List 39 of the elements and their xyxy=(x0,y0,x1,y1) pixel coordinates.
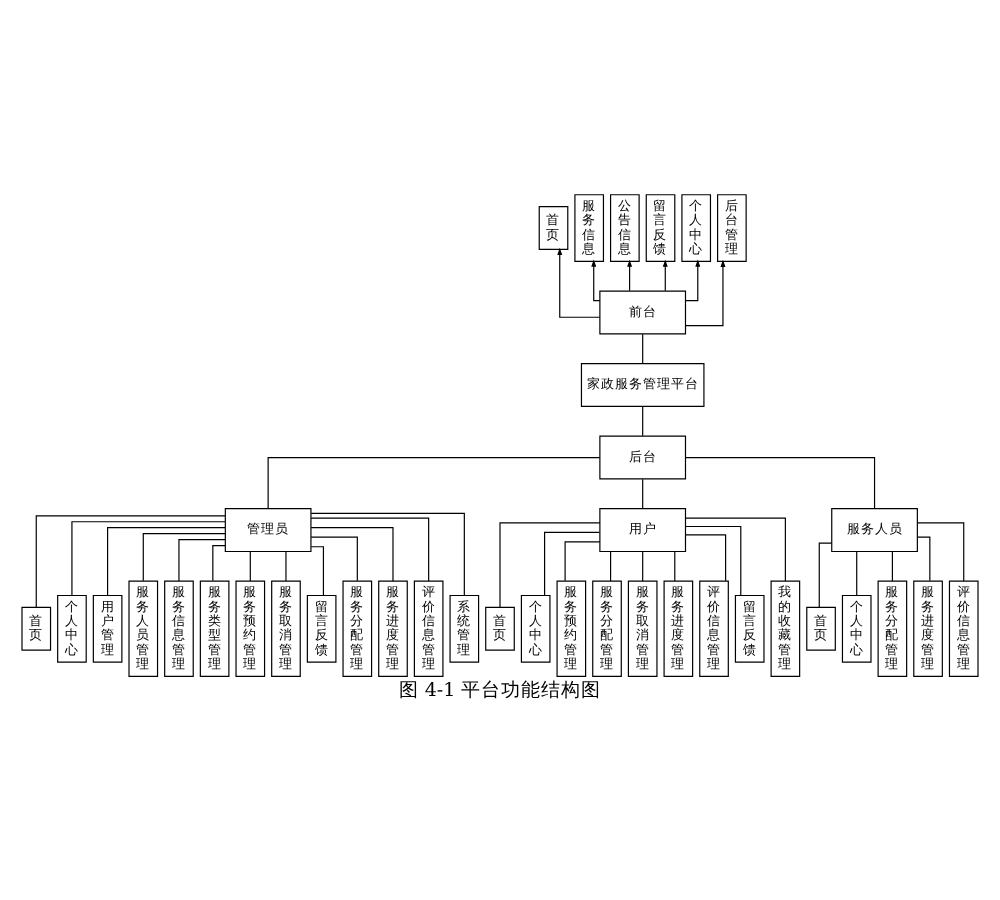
connector xyxy=(310,535,358,581)
connector xyxy=(684,516,786,581)
arrow xyxy=(684,258,701,301)
arrow xyxy=(685,258,726,326)
connector xyxy=(499,521,601,607)
connector xyxy=(891,549,893,581)
connector xyxy=(142,532,226,581)
connector xyxy=(642,405,644,436)
connector xyxy=(610,549,612,581)
arrow xyxy=(627,258,633,291)
connector xyxy=(642,332,644,363)
arrow xyxy=(591,258,601,301)
connector xyxy=(544,530,600,595)
connector xyxy=(856,549,858,595)
connector xyxy=(107,526,226,595)
connector xyxy=(818,541,833,607)
connector xyxy=(674,549,676,581)
connector xyxy=(212,543,226,581)
connector xyxy=(564,540,601,581)
connector xyxy=(642,477,644,508)
connector xyxy=(685,533,727,581)
arrow xyxy=(557,246,601,317)
connector xyxy=(310,545,324,595)
connector xyxy=(71,520,226,595)
connector xyxy=(310,511,465,595)
connector xyxy=(917,521,965,581)
connector xyxy=(35,514,226,607)
caption: 图 4-1 平台功能结构图 xyxy=(398,679,602,702)
connector xyxy=(310,516,430,581)
connector xyxy=(642,549,644,581)
connector xyxy=(285,549,287,581)
connector xyxy=(310,526,394,581)
connector xyxy=(685,455,876,508)
connector xyxy=(267,455,601,508)
connector xyxy=(249,549,251,581)
connector xyxy=(178,538,226,581)
arrow xyxy=(662,258,668,291)
connector xyxy=(917,535,931,581)
connector xyxy=(685,524,742,595)
